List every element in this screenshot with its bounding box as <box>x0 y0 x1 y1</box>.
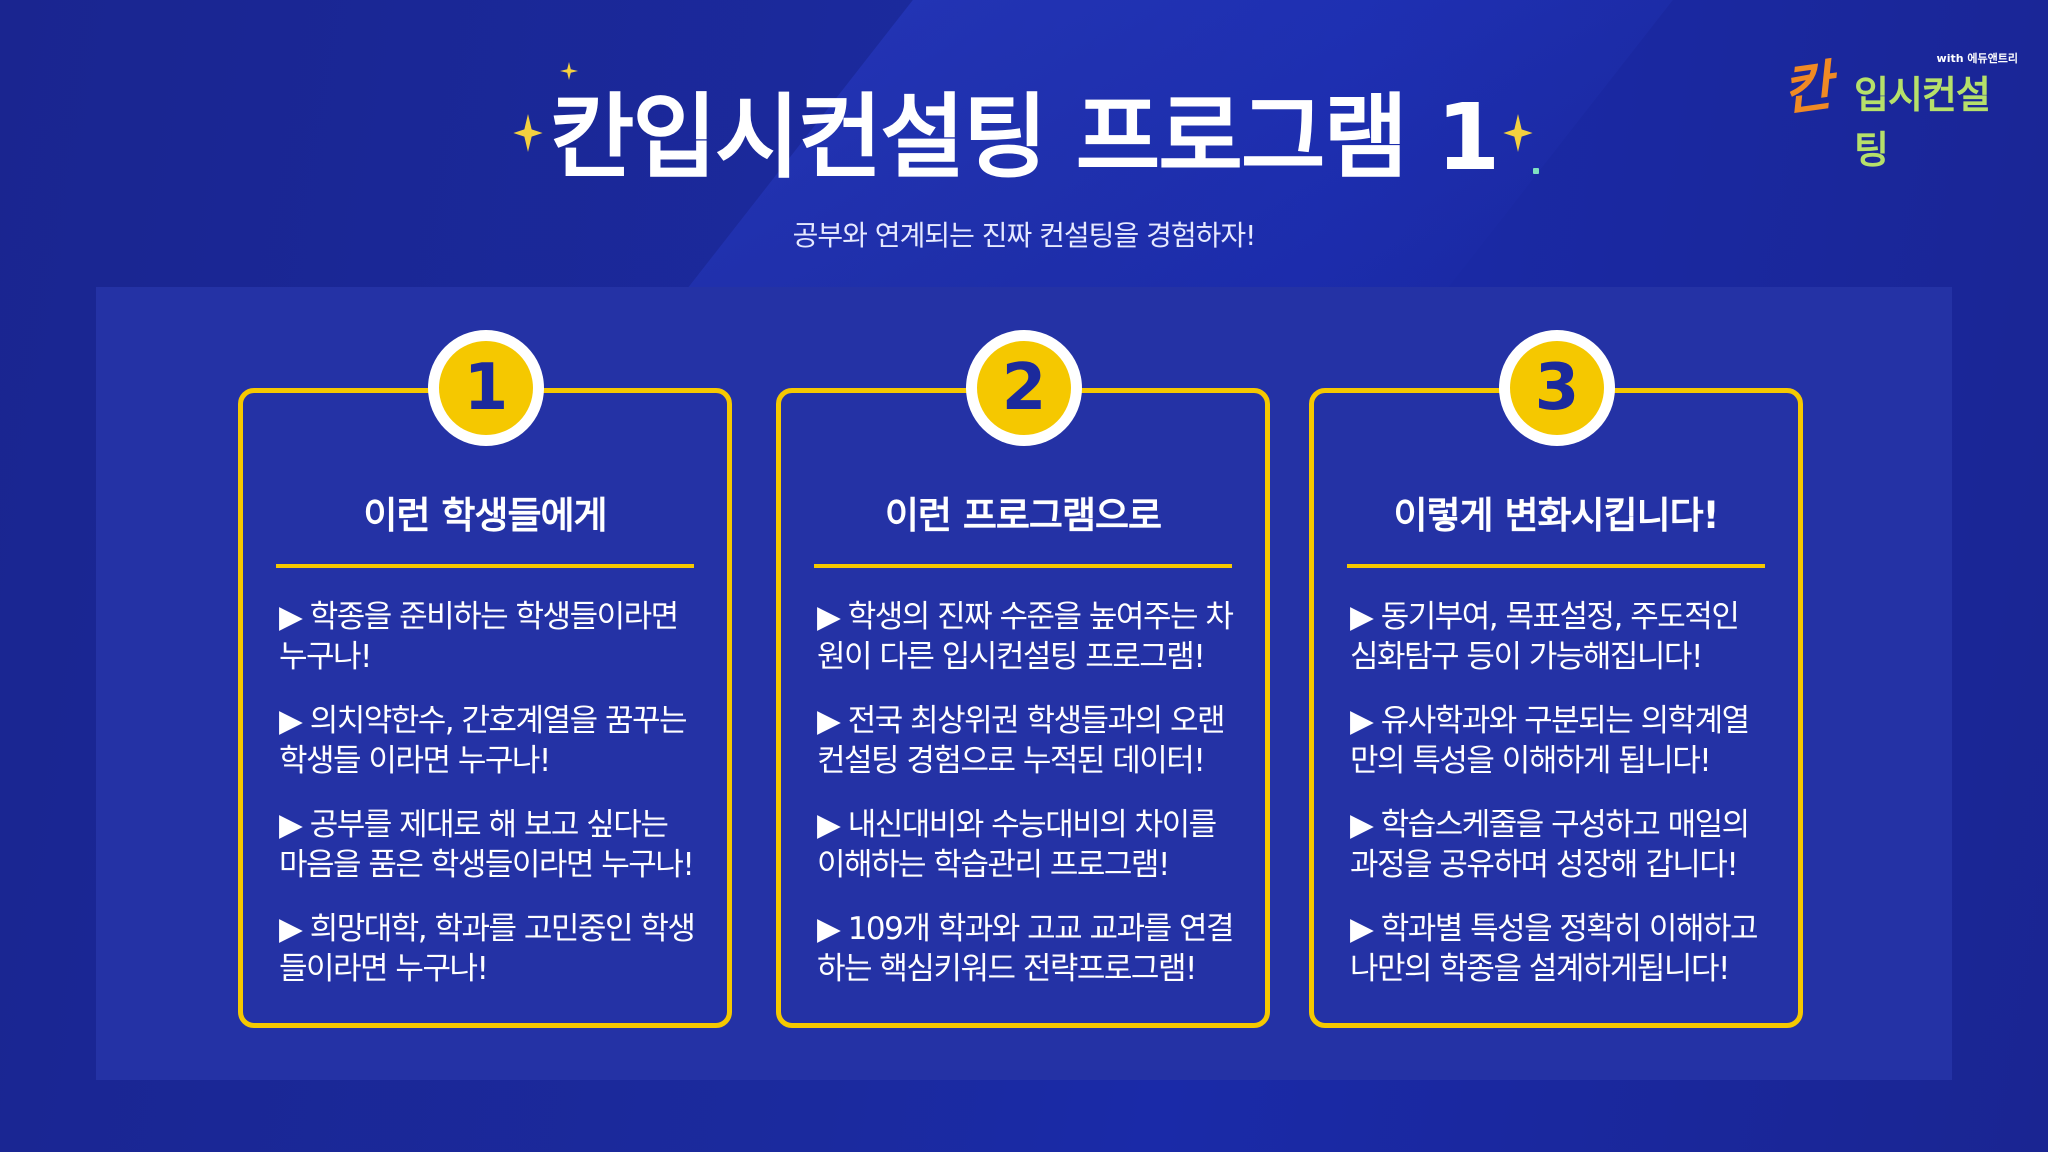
card-program: 이런 프로그램으로 ▶ 학생의 진짜 수준을 높여주는 차원이 다른 입시컨설팅… <box>776 388 1270 1028</box>
brand-logo: with 에듀앤트리 칸 입시컨설팅 <box>1778 36 2022 172</box>
step-badge-1: 1 <box>428 330 544 446</box>
page-title: 칸입시컨설팅 프로그램 1 <box>549 84 1500 191</box>
list-item: ▶ 학습스케줄을 구성하고 매일의 과정을 공유하며 성장해 갑니다! <box>1350 807 1750 883</box>
list-item: ▶ 내신대비와 수능대비의 차이를 이해하는 학습관리 프로그램! <box>817 807 1217 883</box>
list-item: ▶ 학종을 준비하는 학생들이라면 누구나! <box>279 599 679 675</box>
list-item: ▶ 의치약한수, 간호계열을 꿈꾸는 학생들 이라면 누구나! <box>279 703 688 779</box>
list-item: ▶ 유사학과와 구분되는 의학계열 만의 특성을 이해하게 됩니다! <box>1350 703 1750 779</box>
list-item: ▶ 동기부여, 목표설정, 주도적인 심화탐구 등이 가능해집니다! <box>1350 599 1740 675</box>
card-item-list: ▶ 학종을 준비하는 학생들이라면 누구나! ▶ 의치약한수, 간호계열을 꿈꾸… <box>279 597 699 1013</box>
sparkle-icon <box>513 114 543 152</box>
list-item: ▶ 공부를 제대로 해 보고 싶다는 마음을 품은 학생들이라면 누구나! <box>279 807 695 883</box>
sparkle-icon <box>1503 114 1533 152</box>
card-divider <box>1347 564 1765 568</box>
step-number: 3 <box>1510 341 1604 435</box>
list-item: ▶ 109개 학과와 고교 교과를 연결 하는 핵심키워드 전략프로그램! <box>817 911 1235 987</box>
step-number: 2 <box>977 341 1071 435</box>
card-target-students: 이런 학생들에게 ▶ 학종을 준비하는 학생들이라면 누구나! ▶ 의치약한수,… <box>238 388 732 1028</box>
brand-name: 입시컨설팅 <box>1854 73 1991 172</box>
list-item: ▶ 학생의 진짜 수준을 높여주는 차원이 다른 입시컨설팅 프로그램! <box>817 599 1234 675</box>
card-item-list: ▶ 학생의 진짜 수준을 높여주는 차원이 다른 입시컨설팅 프로그램! ▶ 전… <box>817 597 1237 1013</box>
list-item: ▶ 학과별 특성을 정확히 이해하고 나만의 학종을 설계하게됩니다! <box>1350 911 1759 987</box>
card-title: 이런 학생들에게 <box>363 494 607 537</box>
card-title: 이런 프로그램으로 <box>884 494 1162 537</box>
list-item: ▶ 전국 최상위권 학생들과의 오랜 컨설팅 경험으로 누적된 데이터! <box>817 703 1226 779</box>
step-number: 1 <box>439 341 533 435</box>
list-item: ▶ 희망대학, 학과를 고민중인 학생 들이라면 누구나! <box>279 911 696 987</box>
card-outcomes: 이렇게 변화시킵니다! ▶ 동기부여, 목표설정, 주도적인 심화탐구 등이 가… <box>1309 388 1803 1028</box>
step-badge-2: 2 <box>966 330 1082 446</box>
sparkle-dot-icon <box>1533 168 1539 174</box>
step-badge-3: 3 <box>1499 330 1615 446</box>
page-subtitle: 공부와 연계되는 진짜 컨설팅을 경험하자! <box>792 219 1257 252</box>
card-item-list: ▶ 동기부여, 목표설정, 주도적인 심화탐구 등이 가능해집니다! ▶ 유사학… <box>1350 597 1770 1013</box>
card-divider <box>276 564 694 568</box>
sparkle-icon <box>560 62 578 80</box>
card-title: 이렇게 변화시킵니다! <box>1393 494 1719 537</box>
brand-with-text: with 에듀앤트리 <box>1936 52 2018 65</box>
card-divider <box>814 564 1232 568</box>
